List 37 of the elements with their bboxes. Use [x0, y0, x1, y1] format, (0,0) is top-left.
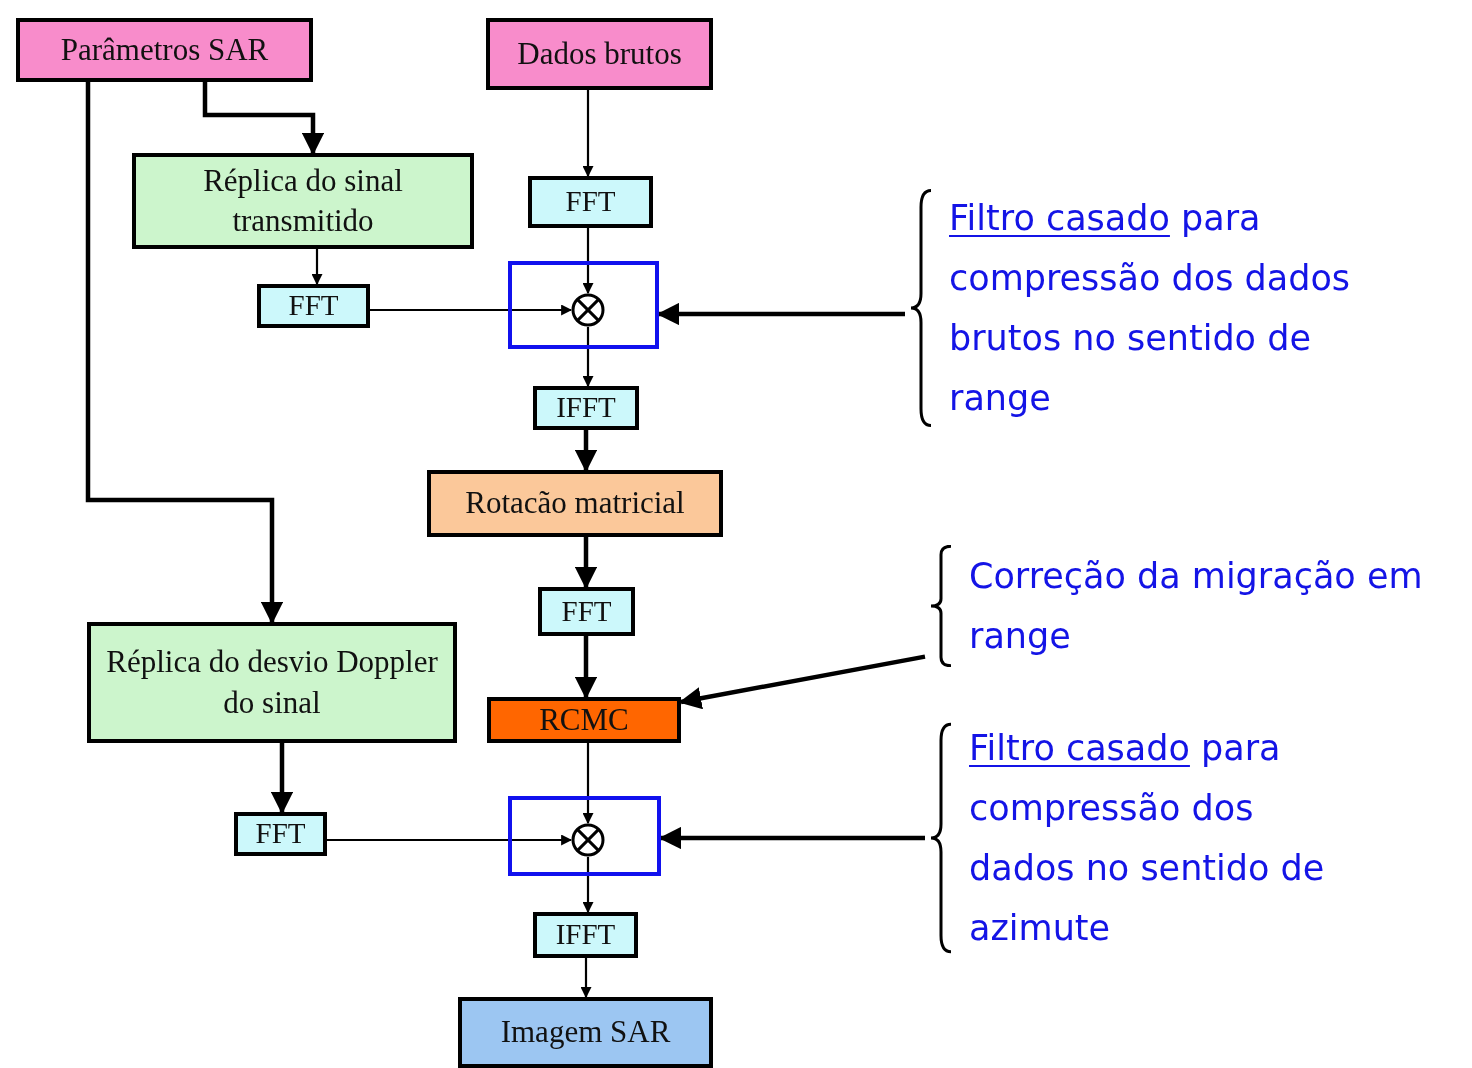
arrow: [658, 826, 925, 850]
arrow: [574, 537, 598, 590]
transform-box: FFT: [257, 284, 370, 328]
process-box: Réplica do sinal transmitido: [132, 153, 474, 249]
arrow: [327, 834, 573, 846]
arrow: [582, 743, 594, 825]
arrow: [580, 958, 592, 999]
arrow: [574, 636, 598, 700]
transform-box: FFT: [528, 176, 653, 228]
annotation-text: Filtro casado para compressão dos dados brutos no sentido de range: [949, 197, 1352, 420]
arrow: [582, 857, 594, 914]
multiplier-symbol: [571, 823, 605, 857]
process-box: RCMC: [487, 697, 681, 743]
arrow: [574, 430, 598, 473]
multiplier-symbol: [571, 293, 605, 327]
arrow: [85, 82, 284, 625]
arrow: [202, 82, 325, 156]
input-box: Parâmetros SAR: [16, 18, 313, 82]
arrow: [582, 327, 594, 388]
arrow: [582, 90, 594, 178]
arrow: [311, 249, 323, 286]
transform-box: IFFT: [533, 386, 639, 430]
process-box: Réplica do desvio Doppler do sinal: [87, 622, 457, 743]
input-box: Dados brutos: [486, 18, 713, 90]
process-box: Rotacão matricial: [427, 470, 723, 537]
highlight-frame: [508, 796, 661, 876]
annotation-text: Filtro casado para compressão dos dados no sentido de azimute: [969, 727, 1326, 950]
transform-box: IFFT: [533, 912, 638, 958]
transform-box: FFT: [538, 587, 635, 636]
arrow: [270, 743, 294, 815]
transform-box: FFT: [234, 812, 327, 856]
highlight-frame: [508, 261, 659, 349]
arrow: [370, 304, 573, 316]
arrow: [656, 302, 905, 326]
output-box: Imagem SAR: [458, 997, 713, 1068]
arrow: [582, 228, 594, 295]
annotation-text: Correção da migração em range: [969, 555, 1424, 658]
